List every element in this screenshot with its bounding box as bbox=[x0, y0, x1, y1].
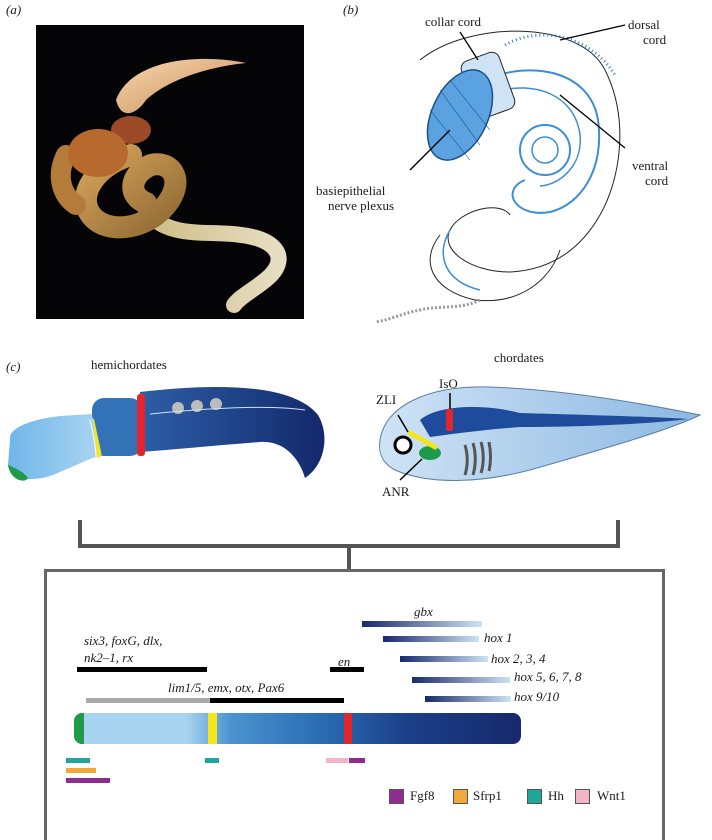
label-ventral-cord: cord bbox=[645, 173, 669, 188]
bar-hox5 bbox=[412, 677, 510, 683]
panel-label-a: (a) bbox=[6, 2, 22, 17]
bar-lim-grey bbox=[86, 698, 210, 703]
label-hemichordates: hemichordates bbox=[91, 357, 167, 372]
legend-swatch-sfrp1 bbox=[453, 789, 468, 804]
label-zli: ZLI bbox=[376, 392, 397, 407]
bar-hox1 bbox=[383, 636, 479, 642]
neural-tube-bar bbox=[74, 713, 521, 744]
gene-hox5: hox 5, 6, 7, 8 bbox=[514, 669, 582, 684]
anr-domain bbox=[74, 713, 84, 744]
legend-label-fgf8: Fgf8 bbox=[410, 788, 435, 803]
bar-gbx bbox=[362, 621, 482, 627]
zli-domain bbox=[208, 713, 217, 744]
legend-swatch-hh bbox=[527, 789, 542, 804]
gene-hox9: hox 9/10 bbox=[514, 689, 560, 704]
label-ventral: ventral bbox=[632, 158, 669, 173]
bar-hh-anterior bbox=[66, 758, 90, 763]
gene-six3-line1: six3, foxG, dlx, bbox=[84, 633, 163, 648]
bar-wnt1 bbox=[326, 758, 348, 763]
acorn-worm-photo bbox=[36, 25, 304, 319]
label-basiepithelial: basiepithelial bbox=[316, 183, 386, 198]
gene-hox1: hox 1 bbox=[484, 630, 513, 645]
gene-hox2: hox 2, 3, 4 bbox=[491, 651, 546, 666]
acorn-worm-illustration bbox=[50, 58, 287, 313]
gene-en: en bbox=[338, 654, 351, 669]
bar-sfrp1 bbox=[66, 768, 96, 773]
bar-hox2 bbox=[400, 656, 488, 662]
bracket-left bbox=[78, 520, 82, 548]
gene-gbx: gbx bbox=[414, 604, 433, 619]
panel-label-b: (b) bbox=[343, 2, 359, 17]
label-anr: ANR bbox=[382, 484, 410, 499]
bar-en bbox=[330, 667, 364, 672]
legend-label-sfrp1: Sfrp1 bbox=[473, 788, 502, 803]
bar-fgf8-iso bbox=[349, 758, 365, 763]
bar-lim-black bbox=[210, 698, 344, 703]
bracket-right bbox=[616, 520, 620, 548]
panel-label-c: (c) bbox=[6, 359, 21, 374]
legend-label-hh: Hh bbox=[548, 788, 564, 803]
legend-label-wnt1: Wnt1 bbox=[597, 788, 626, 803]
chordate-schematic bbox=[379, 386, 702, 481]
bar-hh-zli bbox=[205, 758, 219, 763]
nervous-system-drawing bbox=[374, 24, 626, 324]
gene-expression-box bbox=[44, 569, 665, 840]
legend-swatch-fgf8 bbox=[389, 789, 404, 804]
bar-hox9 bbox=[425, 696, 511, 702]
bar-six3 bbox=[77, 667, 207, 672]
label-dorsal: dorsal bbox=[628, 17, 660, 32]
iso-domain bbox=[344, 713, 352, 744]
legend-swatch-wnt1 bbox=[575, 789, 590, 804]
label-dorsal-cord: cord bbox=[643, 32, 667, 47]
hemichordate-schematic bbox=[8, 386, 325, 481]
bracket-stem bbox=[347, 544, 351, 570]
gene-lim: lim1/5, emx, otx, Pax6 bbox=[168, 680, 285, 695]
label-collar-cord: collar cord bbox=[425, 14, 481, 29]
label-nerve-plexus: nerve plexus bbox=[328, 198, 395, 213]
gene-six3-line2: nk2–1, rx bbox=[84, 650, 134, 665]
bar-fgf8-anterior bbox=[66, 778, 110, 783]
label-chordates: chordates bbox=[494, 350, 544, 365]
label-iso: IsO bbox=[439, 376, 458, 391]
